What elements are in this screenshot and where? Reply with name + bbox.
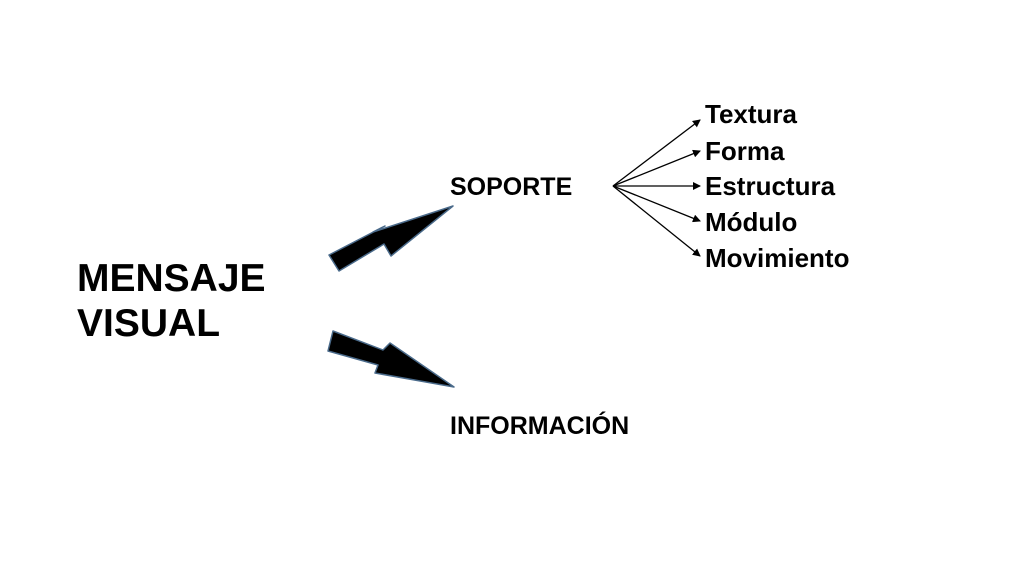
main-title-line1: MENSAJE (77, 257, 266, 300)
fan-arrow-forma (612, 149, 701, 187)
branch-informacion: INFORMACIÓN (450, 412, 630, 440)
fan-arrow-modulo (612, 185, 701, 223)
fan-arrow-textura (612, 119, 701, 187)
soporte-item-estructura: Estructura (705, 171, 836, 201)
soporte-item-forma: Forma (705, 136, 785, 166)
fan-arrow-movimiento (612, 185, 701, 257)
main-title-line2: VISUAL (77, 302, 221, 345)
big-arrow-to-soporte (328, 205, 454, 272)
soporte-item-textura: Textura (705, 99, 797, 129)
soporte-item-movimiento: Movimiento (705, 243, 850, 273)
soporte-item-modulo: Módulo (705, 207, 798, 237)
big-arrow-to-informacion (327, 330, 455, 388)
branch-soporte: SOPORTE (450, 173, 573, 201)
main-title: MENSAJE VISUAL (77, 256, 266, 346)
